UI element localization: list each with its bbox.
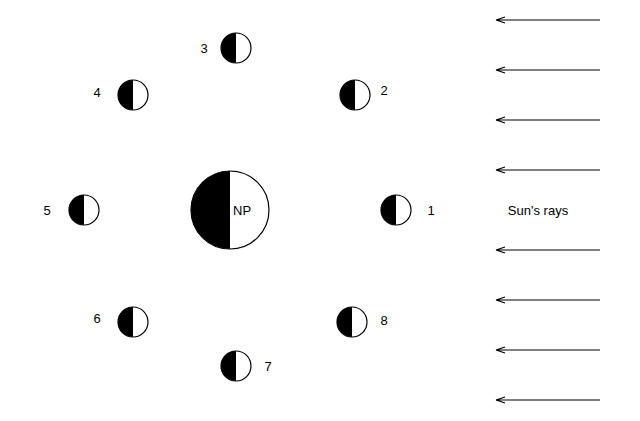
pole-label: NP: [233, 203, 251, 218]
moon-disc: [221, 351, 251, 381]
phase-number: 3: [200, 41, 207, 56]
sun-ray-arrows: [496, 17, 600, 403]
moon-disc: [337, 307, 367, 337]
phase-number: 7: [264, 359, 271, 374]
moon-disc: [221, 33, 251, 63]
phase-number: 2: [380, 83, 387, 98]
earth-circle: NP: [190, 170, 270, 250]
moon-disc: [381, 195, 411, 225]
sun-rays-label: Sun's rays: [508, 203, 568, 218]
moon-disc: [340, 80, 370, 110]
phase-number: 1: [427, 203, 434, 218]
phase-number: 4: [93, 85, 100, 100]
earth-outline: [190, 170, 270, 250]
phase-number: 5: [43, 203, 50, 218]
moon-disc: [118, 307, 148, 337]
moon-disc: [69, 195, 99, 225]
phase-number: 8: [380, 313, 387, 328]
phase-number: 6: [93, 311, 100, 326]
moon-positions: [69, 33, 411, 381]
moon-disc: [118, 80, 148, 110]
